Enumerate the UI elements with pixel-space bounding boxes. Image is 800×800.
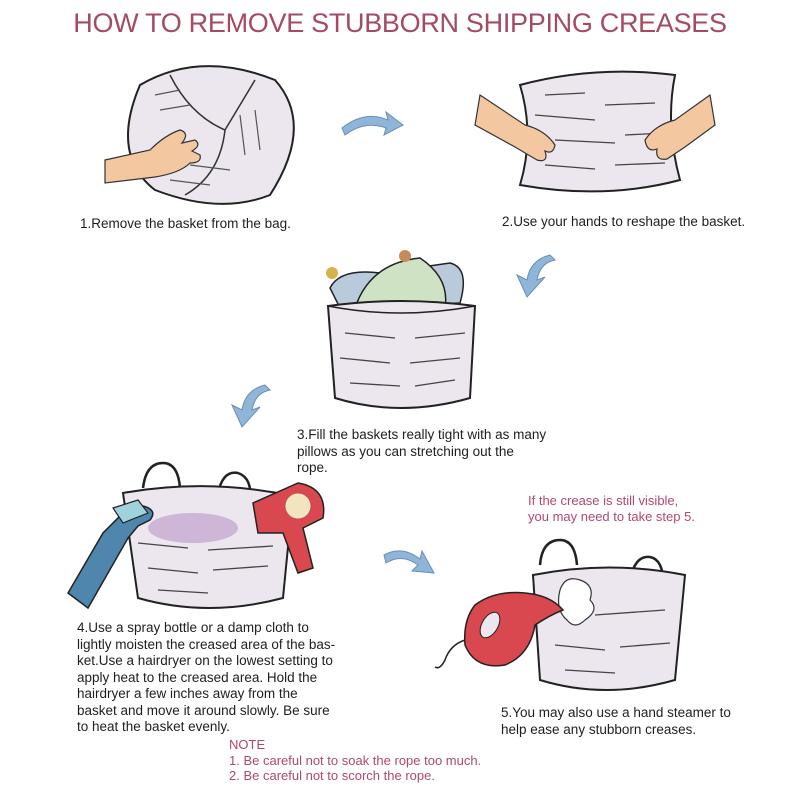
step-4-caption: 4.Use a spray bottle or a damp cloth to … xyxy=(77,620,336,734)
arrow-right-icon xyxy=(341,110,404,136)
arrow-down-left-icon xyxy=(515,254,557,298)
note-item: 2. Be careful not to scorch the rope. xyxy=(229,768,435,783)
hand-icon xyxy=(104,129,201,184)
step-3-caption: 3.Fill the baskets really tight with as … xyxy=(297,427,547,475)
note-heading: NOTE xyxy=(229,737,266,752)
reshape-basket-illustration xyxy=(474,70,716,193)
right-hand-icon xyxy=(644,93,716,160)
page-title: HOW TO REMOVE STUBBORN SHIPPING CREASES xyxy=(73,8,727,38)
spray-and-hairdryer-illustration xyxy=(67,461,325,610)
arrow-down-left-icon xyxy=(230,384,272,428)
steam-cloud-icon xyxy=(557,578,595,626)
spray-bottle-icon xyxy=(67,505,154,610)
steamer-icon xyxy=(463,591,565,667)
hint-text: If the crease is still visible, you may … xyxy=(528,493,695,524)
note-section: NOTE 1. Be careful not to soak the rope … xyxy=(229,737,481,784)
arrow-right-icon xyxy=(383,549,435,574)
pillow-tassel-icon xyxy=(326,267,338,279)
wrapped-basket-illustration xyxy=(104,65,295,205)
hand-steamer-illustration xyxy=(434,538,687,691)
pillow-tassel-icon xyxy=(399,250,411,262)
step-5-caption: 5.You may also use a hand steamer to hel… xyxy=(501,705,731,737)
left-hand-icon xyxy=(474,93,556,162)
step-2-caption: 2.Use your hands to reshape the basket. xyxy=(502,214,746,229)
pillows-in-basket-illustration xyxy=(326,250,477,409)
step-1-caption: 1.Remove the basket from the bag. xyxy=(80,216,291,231)
note-item: 1. Be careful not to soak the rope too m… xyxy=(229,752,482,768)
